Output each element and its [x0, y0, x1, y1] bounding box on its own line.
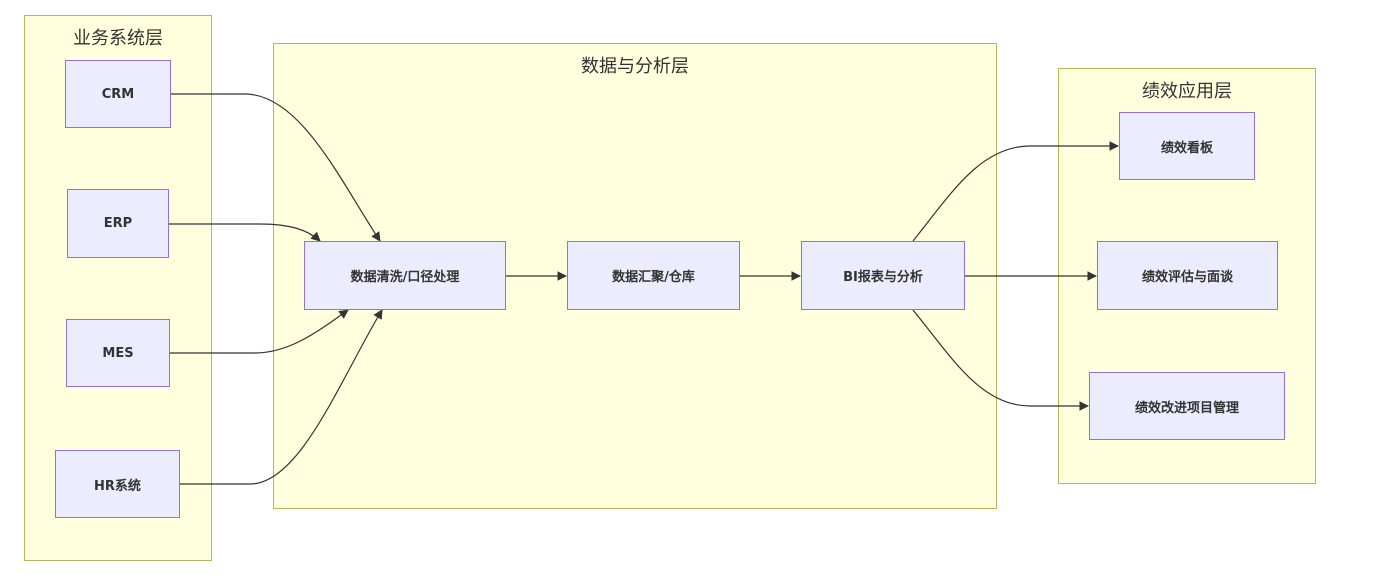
group-title-business: 业务系统层: [73, 28, 163, 49]
node-erp: ERP: [67, 189, 169, 258]
node-bi-reporting: BI报表与分析: [801, 241, 965, 310]
node-hr-system: HR系统: [55, 450, 180, 518]
node-crm: CRM: [65, 60, 171, 128]
node-data-cleaning: 数据清洗/口径处理: [304, 241, 506, 310]
node-performance-improvement: 绩效改进项目管理: [1089, 372, 1285, 440]
node-performance-review: 绩效评估与面谈: [1097, 241, 1278, 310]
node-performance-dashboard: 绩效看板: [1119, 112, 1255, 180]
group-title-performance: 绩效应用层: [1142, 81, 1232, 102]
node-mes: MES: [66, 319, 170, 387]
node-data-warehouse: 数据汇聚/仓库: [567, 241, 740, 310]
group-title-data: 数据与分析层: [581, 56, 689, 77]
